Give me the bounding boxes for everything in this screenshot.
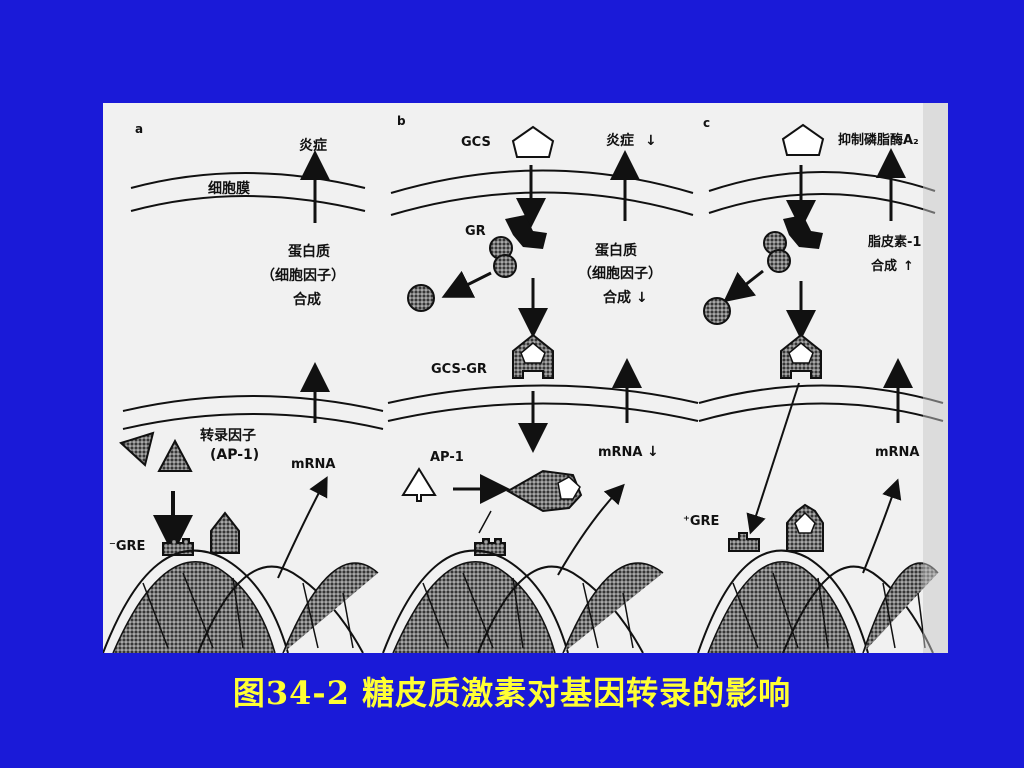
panel-c-gre-site bbox=[728, 532, 760, 552]
panel-c-transcription-arrow bbox=[862, 478, 902, 574]
panel-b-cell-membrane-lower bbox=[390, 191, 694, 216]
panel-c-lipocortin-line2: 合成 bbox=[871, 258, 897, 274]
panel-c-arrow-hsp-release bbox=[723, 269, 764, 303]
panel-a: a 细胞膜 炎症 蛋白质 （细胞因子） 合成 转录因子 (AP-1) mRNA … bbox=[103, 122, 384, 653]
panel-b-protein-down-arrow: ↓ bbox=[636, 290, 648, 306]
panel-b-arrow-hsp-release bbox=[441, 270, 492, 298]
panel-b-inflammation-label: 炎症 bbox=[606, 132, 634, 149]
panel-c-dna-helix bbox=[697, 549, 939, 653]
panel-b-mrna-down-arrow: ↓ bbox=[647, 444, 659, 460]
panel-b-gr-receptor bbox=[505, 215, 547, 249]
panel-b-gcs-in-ap1-complex bbox=[557, 476, 581, 500]
panel-b-inflammation-down-arrow: ↓ bbox=[645, 133, 657, 149]
panel-a-transcription-arrow bbox=[277, 476, 328, 579]
panel-c-cell-membrane-lower bbox=[708, 193, 936, 214]
panel-a-protein-line1: 蛋白质 bbox=[288, 243, 330, 260]
panel-c-letter: c bbox=[703, 116, 710, 130]
panel-b-block-line bbox=[478, 510, 492, 534]
panel-b-ap1-triangle bbox=[401, 467, 437, 502]
panel-a-cell-membrane-lower bbox=[130, 195, 366, 212]
panel-b: b GCS 炎症 ↓ GR 蛋白质 （细胞因子） 合成 ↓ GCS-GR mRN… bbox=[382, 114, 699, 653]
panel-a-nuclear-membrane-upper bbox=[122, 395, 384, 412]
gene-transcription-diagram: a 细胞膜 炎症 蛋白质 （细胞因子） 合成 转录因子 (AP-1) mRNA … bbox=[103, 103, 948, 653]
panel-a-tf-line2: (AP-1) bbox=[210, 447, 259, 463]
panel-a-inflammation-label: 炎症 bbox=[299, 137, 327, 154]
panel-a-gre-label: ⁻GRE bbox=[109, 539, 145, 554]
figure-caption: 图34-2 糖皮质激素对基因转录的影响 bbox=[232, 674, 792, 712]
panel-a-protein-line2: （细胞因子） bbox=[261, 267, 345, 284]
panel-a-mrna-label: mRNA bbox=[291, 457, 336, 472]
panel-b-ap1-label: AP-1 bbox=[430, 450, 464, 465]
panel-b-letter: b bbox=[397, 114, 406, 128]
panel-c-gr-receptor bbox=[783, 215, 823, 249]
panel-b-nuclear-membrane-lower bbox=[387, 402, 699, 422]
panel-b-transcription-arrow bbox=[557, 483, 625, 576]
panel-b-protein-line3: 合成 bbox=[603, 289, 631, 306]
panel-b-protein-line1: 蛋白质 bbox=[595, 242, 637, 259]
panel-c-gcs-molecule bbox=[781, 123, 825, 156]
panel-b-dna-helix bbox=[382, 549, 664, 653]
panel-c-inhibit-pla2-label: 抑制磷脂酶A₂ bbox=[838, 132, 919, 148]
panel-b-gcs-label: GCS bbox=[461, 135, 491, 150]
scan-edge-shadow bbox=[923, 103, 948, 653]
panel-c-gcs-in-complex bbox=[788, 342, 814, 364]
panel-b-gcs-molecule bbox=[511, 125, 555, 158]
panel-c-mrna-label: mRNA bbox=[875, 445, 920, 460]
panel-b-released-hsp bbox=[407, 284, 435, 312]
panel-a-ap1-triangle-left bbox=[119, 431, 155, 467]
panel-c: c 抑制磷脂酶A₂ 脂皮素-1 合成 ↑ mRNA ⁺GRE bbox=[683, 103, 948, 653]
panel-a-protein-line3: 合成 bbox=[293, 291, 321, 308]
panel-b-gcs-in-complex bbox=[520, 342, 546, 364]
panel-a-cell-membrane-upper bbox=[130, 172, 366, 189]
panel-a-membrane-label: 细胞膜 bbox=[208, 180, 250, 197]
panel-c-nuclear-membrane-upper bbox=[698, 384, 944, 404]
panel-a-tf-line1: 转录因子 bbox=[200, 427, 256, 444]
panel-b-cell-membrane-upper bbox=[390, 169, 694, 194]
panel-b-mrna-label: mRNA bbox=[598, 445, 643, 460]
panel-c-gre-label: ⁺GRE bbox=[683, 514, 719, 529]
panel-b-nuclear-membrane-upper bbox=[387, 384, 699, 404]
panel-c-arrow-to-gre bbox=[746, 382, 800, 535]
panel-a-letter: a bbox=[135, 122, 143, 136]
panel-c-released-hsp bbox=[703, 297, 731, 325]
panel-c-gcs-in-dimer bbox=[794, 511, 816, 534]
panel-a-ap1-triangle-right bbox=[157, 438, 193, 472]
panel-b-protein-line2: （细胞因子） bbox=[578, 265, 662, 282]
panel-c-hsp-lower bbox=[767, 249, 791, 273]
panel-b-hsp-lower bbox=[493, 254, 517, 278]
panel-c-lipocortin-line1: 脂皮素-1 bbox=[867, 234, 921, 250]
panel-a-bound-ap1 bbox=[210, 511, 240, 554]
figure-panel: a 细胞膜 炎症 蛋白质 （细胞因子） 合成 转录因子 (AP-1) mRNA … bbox=[103, 103, 948, 653]
panel-b-gr-label: GR bbox=[465, 224, 486, 239]
panel-c-cell-membrane-upper bbox=[708, 171, 936, 192]
panel-b-gcs-gr-label: GCS-GR bbox=[431, 362, 487, 377]
panel-a-dna-helix bbox=[103, 549, 379, 653]
panel-c-nuclear-membrane-lower bbox=[698, 402, 944, 422]
panel-a-nuclear-membrane-lower bbox=[122, 413, 384, 430]
panel-c-lipocortin-up-arrow: ↑ bbox=[903, 259, 914, 274]
